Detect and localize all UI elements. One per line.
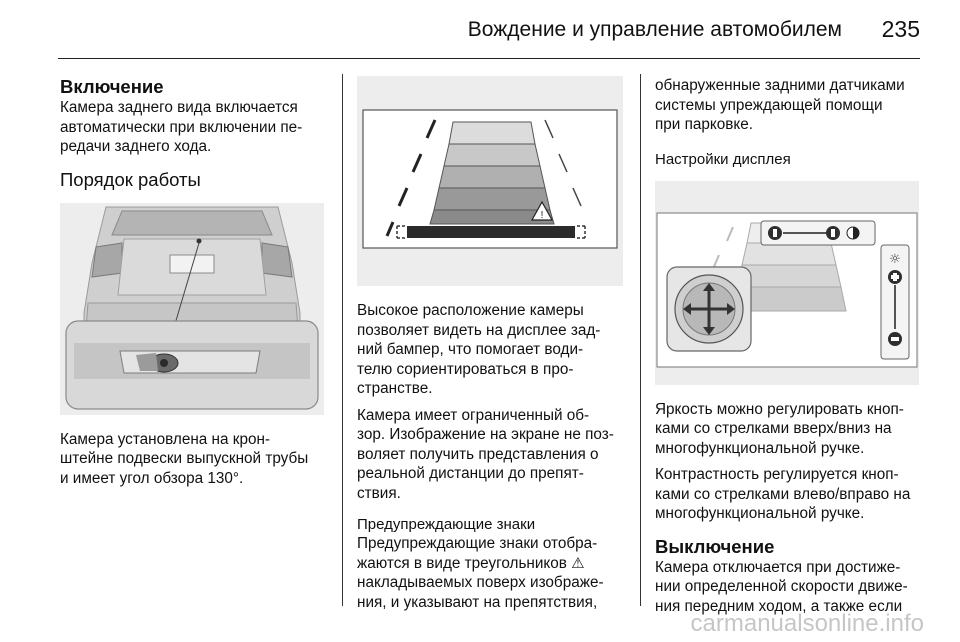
svg-text:☼: ☼ <box>889 252 901 267</box>
warnings-line: ния, и указывают на препятствия, <box>357 593 598 611</box>
warnings-line: накладываемых поверх изображе- <box>357 574 604 591</box>
rear-camera-display-illustration: ! <box>357 76 623 286</box>
watermark: carmanualsonline.info <box>690 610 924 637</box>
warnings-line-text: жаются в виде треугольников <box>357 554 567 572</box>
position-line: телю сориентироваться в про- <box>357 360 574 378</box>
column-3: обнаруженные задними датчиками системы у… <box>655 76 923 616</box>
intro-line: автоматически при включении пе- <box>60 118 303 136</box>
position-line: ний бампер, что помогает води- <box>357 341 584 358</box>
warnings-line: жаются в виде треугольников ⚠ <box>357 554 625 574</box>
mount-line: штейне подвески выпускной трубы <box>60 450 309 467</box>
page-header: Вождение и управление автомобилем 235 <box>0 0 960 60</box>
column-1: Включение Камера заднего вида включается… <box>60 76 328 488</box>
mount-line: Камера установлена на крон- <box>60 430 270 448</box>
display-settings-illustration: ☼ <box>655 180 919 385</box>
warnings-heading: Предупреждающие знаки <box>357 516 536 533</box>
mount-line: и имеет угол обзора 130°. <box>60 469 244 487</box>
column-2: ! Высокое расположение камеры позволяет … <box>357 76 625 612</box>
limited-view-line: воляет получить представления о <box>357 445 599 463</box>
warning-triangle-icon: ⚠ <box>571 554 585 572</box>
continued-line: системы упреждающей помощи <box>655 96 883 114</box>
position-line: позволяет видеть на дисплее зад- <box>357 321 601 339</box>
column-divider-left <box>342 74 343 606</box>
continued-line: обнаруженные задними датчиками <box>655 77 905 94</box>
camera-location-illustration <box>60 202 324 415</box>
limited-view-line: реальной дистанции до препят- <box>357 465 584 482</box>
header-rule <box>58 58 920 59</box>
svg-text:!: ! <box>541 210 544 221</box>
brightness-line: ками со стрелками вверх/вниз на <box>655 420 892 437</box>
position-line: Высокое расположение камеры <box>357 302 584 319</box>
limited-view-line: ствия. <box>357 484 401 502</box>
contrast-line: Контрастность регулируется кноп- <box>655 466 899 483</box>
limited-view-line: зор. Изображение на экране не поз- <box>357 426 614 443</box>
brightness-line: Яркость можно регулировать кноп- <box>655 400 904 418</box>
off-line: Камера отключается при достиже- <box>655 558 901 576</box>
page-number: 235 <box>881 16 920 42</box>
limited-view-line: Камера имеет ограниченный об- <box>357 406 590 424</box>
position-line: странстве. <box>357 380 433 397</box>
operation-heading: Порядок работы <box>60 168 201 190</box>
display-settings-heading: Настройки дисплея <box>655 150 791 168</box>
column-divider-right <box>640 74 641 606</box>
section-heading-on: Включение <box>60 76 164 97</box>
contrast-line: ками со стрелками влево/вправо на <box>655 485 911 503</box>
warnings-line: Предупреждающие знаки отобра- <box>357 535 598 552</box>
off-heading: Выключение <box>655 535 775 557</box>
contrast-line: многофункциональной ручке. <box>655 505 865 522</box>
off-line: нии определенной скорости движе- <box>655 578 908 595</box>
intro-line: Камера заднего вида включается <box>60 99 298 116</box>
brightness-line: многофункциональной ручке. <box>655 439 865 457</box>
off-line: ния передним ходом, а также если <box>655 597 903 615</box>
intro-line: редачи заднего хода. <box>60 138 212 155</box>
continued-line: при парковке. <box>655 116 754 133</box>
header-title: Вождение и управление автомобилем <box>467 18 842 41</box>
